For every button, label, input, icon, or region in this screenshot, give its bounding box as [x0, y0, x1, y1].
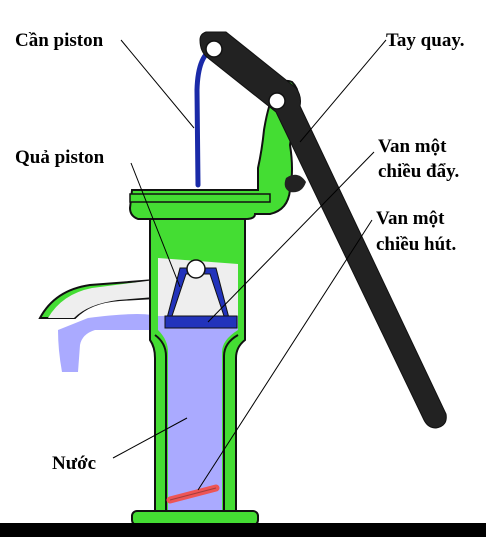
leader-push-valve	[207, 151, 375, 323]
cylinder-right-wall	[223, 334, 239, 510]
label-suction-valve-line1: Van một	[376, 208, 445, 229]
spout-interior	[48, 280, 155, 318]
suction-valve-outline	[169, 487, 217, 501]
label-push-valve-line2: chiều đẩy.	[378, 161, 459, 182]
suction-valve	[166, 484, 220, 504]
leader-suction-valve	[197, 219, 373, 491]
handle-pivot-top	[205, 40, 223, 58]
label-piston-ball: Quả piston	[15, 147, 105, 168]
pump-cap-band	[129, 193, 271, 203]
bottom-border-bar	[0, 523, 486, 537]
handle-pivot-knob	[284, 174, 306, 193]
spout-water-stream	[58, 314, 160, 372]
water-column	[158, 316, 238, 510]
leader-piston-rod	[120, 39, 195, 129]
piston-ball	[186, 259, 206, 279]
piston-push-valve	[164, 315, 238, 329]
pump-handle	[199, 31, 447, 429]
label-water: Nước	[52, 453, 96, 474]
label-suction-valve-line2: chiều hút.	[376, 234, 456, 255]
label-piston-rod: Cần piston	[15, 30, 104, 51]
piston-rod	[194, 46, 217, 188]
cylinder-left-wall	[154, 334, 167, 510]
leader-handle	[299, 39, 387, 143]
label-handle: Tay quay.	[386, 30, 465, 51]
label-push-valve-line1: Van một	[378, 136, 447, 157]
leader-piston-ball	[130, 162, 181, 288]
handle-pivot-bottom	[268, 92, 286, 110]
leader-water	[112, 417, 188, 459]
